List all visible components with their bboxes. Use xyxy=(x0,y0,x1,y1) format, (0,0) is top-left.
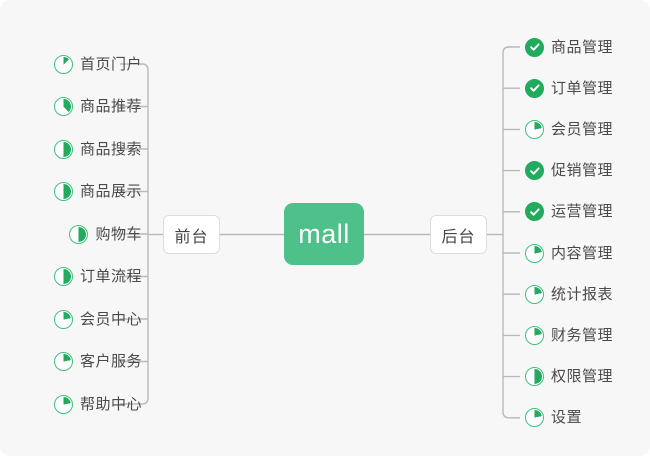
branch-node-backend[interactable]: 后台 xyxy=(430,215,487,254)
leaf-node-frontend-5[interactable]: 购物车 xyxy=(69,220,142,248)
pie-progress-fill xyxy=(55,184,71,199)
pie-progress-icon xyxy=(53,182,73,201)
pie-progress-fill xyxy=(55,99,71,114)
pie-progress-icon xyxy=(53,394,73,414)
leaf-node-label: 商品搜索 xyxy=(79,140,142,158)
leaf-node-backend-8[interactable]: 财务管理 xyxy=(525,321,613,349)
pie-progress-icon xyxy=(53,309,73,329)
leaf-node-backend-6[interactable]: 内容管理 xyxy=(525,239,613,267)
check-circle-icon xyxy=(525,161,544,181)
leaf-node-backend-10[interactable]: 设置 xyxy=(525,404,582,432)
pie-progress-icon xyxy=(525,119,544,139)
leaf-node-label: 订单流程 xyxy=(79,268,142,285)
pie-progress-icon xyxy=(525,408,544,428)
leaf-node-label: 财务管理 xyxy=(551,326,614,344)
leaf-node-frontend-1[interactable]: 首页门户 xyxy=(53,50,142,78)
leaf-node-label: 首页门户 xyxy=(79,55,142,73)
pie-progress-fill xyxy=(71,226,87,242)
pie-progress-fill xyxy=(527,286,542,302)
pie-progress-icon xyxy=(525,243,544,263)
leaf-node-label: 会员中心 xyxy=(79,310,142,328)
pie-progress-fill xyxy=(527,327,542,343)
root-node-mall[interactable]: mall xyxy=(284,203,364,265)
check-circle-icon xyxy=(525,202,544,222)
branch-node-backend-label: 后台 xyxy=(441,228,476,246)
pie-progress-fill xyxy=(527,121,542,137)
pie-progress-icon xyxy=(525,284,544,304)
leaf-node-label: 会员管理 xyxy=(551,120,614,138)
pie-progress-icon xyxy=(53,97,73,116)
leaf-node-backend-7[interactable]: 统计报表 xyxy=(525,280,613,308)
pie-progress-fill xyxy=(527,410,542,426)
leaf-node-label: 运营管理 xyxy=(551,203,614,221)
pie-progress-icon xyxy=(53,139,73,159)
leaf-node-label: 设置 xyxy=(551,409,583,427)
leaf-node-backend-1[interactable]: 商品管理 xyxy=(525,33,613,61)
pie-progress-icon xyxy=(53,267,73,286)
leaf-node-frontend-9[interactable]: 帮助中心 xyxy=(53,390,142,418)
leaf-node-label: 统计报表 xyxy=(551,285,614,303)
leaf-node-label: 购物车 xyxy=(95,225,142,243)
leaf-node-backend-9[interactable]: 权限管理 xyxy=(525,363,613,391)
root-node-label: mall xyxy=(298,218,350,249)
leaf-node-label: 商品管理 xyxy=(551,38,614,56)
leaf-node-label: 商品推荐 xyxy=(79,98,142,115)
leaf-node-frontend-6[interactable]: 订单流程 xyxy=(53,263,142,291)
leaf-node-frontend-2[interactable]: 商品推荐 xyxy=(53,93,142,121)
pie-progress-fill xyxy=(55,354,71,369)
leaf-node-label: 帮助中心 xyxy=(79,395,142,413)
leaf-node-backend-3[interactable]: 会员管理 xyxy=(525,115,613,143)
pie-progress-fill xyxy=(527,245,542,261)
pie-progress-icon xyxy=(53,54,73,74)
pie-progress-fill xyxy=(55,56,71,72)
leaf-node-frontend-8[interactable]: 客户服务 xyxy=(53,348,142,376)
leaf-node-label: 商品展示 xyxy=(79,183,142,200)
branch-node-frontend-label: 前台 xyxy=(174,228,209,246)
leaf-node-label: 促销管理 xyxy=(551,162,614,180)
leaf-node-backend-4[interactable]: 促销管理 xyxy=(525,157,613,185)
leaf-node-frontend-7[interactable]: 会员中心 xyxy=(53,305,142,333)
pie-progress-icon xyxy=(525,325,544,345)
branch-node-frontend[interactable]: 前台 xyxy=(163,215,220,254)
pie-progress-icon xyxy=(53,352,73,371)
leaf-node-frontend-3[interactable]: 商品搜索 xyxy=(53,135,142,163)
pie-progress-fill xyxy=(55,269,71,284)
leaf-node-label: 内容管理 xyxy=(551,244,614,262)
pie-progress-fill xyxy=(55,396,71,412)
leaf-node-label: 客户服务 xyxy=(79,353,142,370)
leaf-node-label: 权限管理 xyxy=(551,368,614,386)
leaf-node-frontend-4[interactable]: 商品展示 xyxy=(53,178,142,206)
leaf-node-backend-2[interactable]: 订单管理 xyxy=(525,74,613,102)
pie-progress-fill xyxy=(527,369,542,385)
leaf-node-label: 订单管理 xyxy=(551,79,614,97)
check-circle-icon xyxy=(525,37,544,57)
check-circle-icon xyxy=(525,78,544,98)
pie-progress-fill xyxy=(55,311,71,327)
leaf-node-backend-5[interactable]: 运营管理 xyxy=(525,198,613,226)
pie-progress-icon xyxy=(525,367,544,387)
pie-progress-fill xyxy=(55,141,71,157)
pie-progress-icon xyxy=(69,224,89,244)
